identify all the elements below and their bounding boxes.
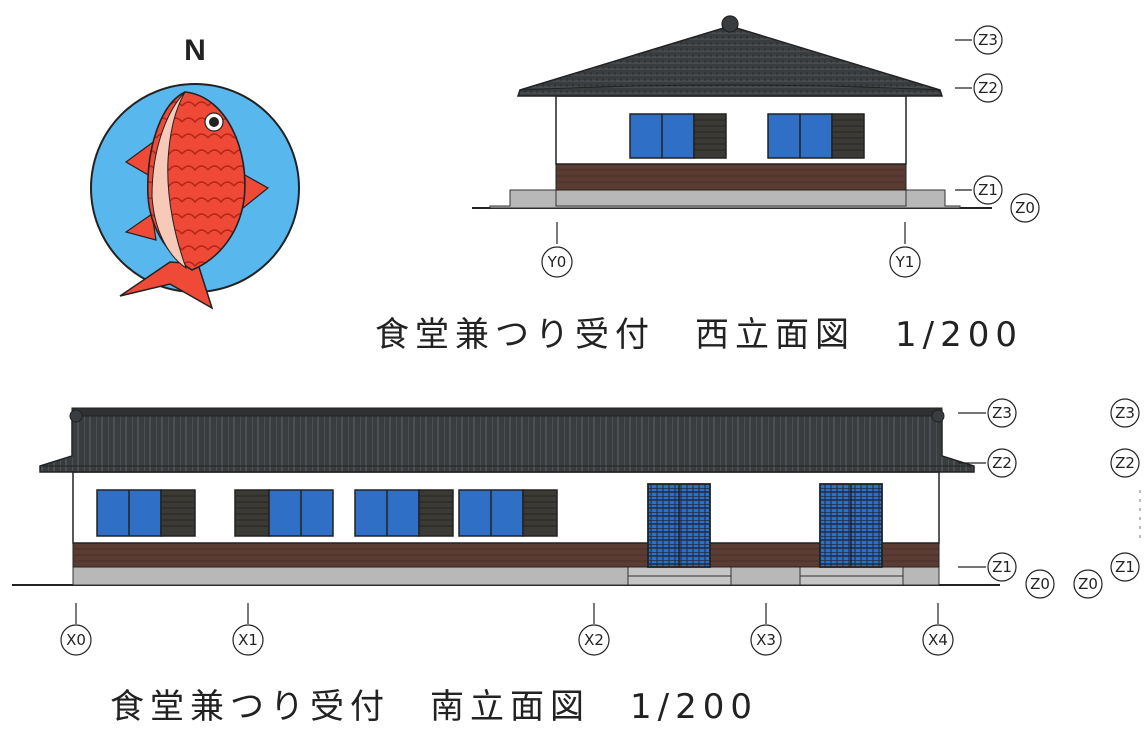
level-marker-z2: Z2 [958, 448, 1017, 478]
svg-text:X3: X3 [756, 631, 776, 649]
south-window-2 [234, 489, 334, 537]
sea-bream-fish-icon [119, 91, 270, 310]
level-marker-z0: Z0 [1073, 569, 1103, 599]
svg-text:Z0: Z0 [1078, 575, 1098, 593]
level-marker-z1: Z1 [1110, 552, 1140, 582]
base-skirting [555, 163, 907, 191]
svg-text:Z1: Z1 [992, 558, 1012, 576]
level-marker-z1: Z1 [958, 552, 1017, 582]
svg-text:Z3: Z3 [1115, 404, 1135, 422]
svg-text:X0: X0 [66, 631, 86, 649]
partial-adjacent-elevation: Z3 Z2 Z1 Z0 [1073, 398, 1141, 599]
svg-text:Z3: Z3 [992, 404, 1012, 422]
svg-text:Z2: Z2 [1115, 454, 1135, 472]
svg-text:Z1: Z1 [978, 181, 998, 199]
svg-text:X4: X4 [928, 631, 948, 649]
ridge-end-left [69, 409, 83, 423]
level-marker-z2: Z2 [955, 73, 1003, 103]
ridge-end-right [931, 409, 945, 423]
svg-text:Z0: Z0 [1030, 575, 1050, 593]
svg-text:Z0: Z0 [1015, 199, 1035, 217]
west-hipped-roof [516, 25, 944, 97]
south-elevation-title: 食堂兼つり受付 南立面図 1/200 [110, 687, 758, 727]
north-compass: N [90, 34, 300, 310]
west-elevation: Z3 Z2 Z1 Z0 Y0 Y1 食堂兼つり受付 西立面図 1/200 [375, 15, 1040, 355]
south-lattice-door-1 [647, 483, 711, 568]
grid-marker-x2: X2 [578, 603, 610, 656]
level-marker-z3: Z3 [958, 398, 1017, 428]
grid-marker-y1: Y1 [889, 222, 921, 278]
svg-text:Z2: Z2 [978, 79, 998, 97]
south-roof [39, 413, 975, 473]
west-window-1 [629, 113, 727, 159]
grid-marker-x0: X0 [60, 603, 92, 656]
svg-text:Z2: Z2 [992, 454, 1012, 472]
south-lattice-door-2 [819, 483, 883, 568]
level-marker-z3: Z3 [1110, 398, 1140, 428]
svg-text:X2: X2 [584, 631, 604, 649]
level-marker-z1: Z1 [955, 175, 1003, 205]
grid-marker-y0: Y0 [541, 222, 573, 278]
grid-marker-x3: X3 [750, 603, 782, 656]
roof-ridge-ornament [721, 15, 739, 33]
grid-marker-x4: X4 [922, 603, 954, 656]
level-marker-z0: Z0 [1010, 193, 1040, 223]
svg-text:Z3: Z3 [978, 31, 998, 49]
level-marker-z3: Z3 [955, 25, 1003, 55]
svg-text:Y0: Y0 [547, 253, 567, 271]
level-marker-z2: Z2 [1110, 448, 1140, 478]
south-window-3 [354, 489, 454, 537]
svg-text:Z1: Z1 [1115, 558, 1135, 576]
svg-text:Y1: Y1 [895, 253, 915, 271]
level-marker-z0: Z0 [1025, 569, 1055, 599]
svg-text:X1: X1 [238, 631, 258, 649]
west-window-2 [767, 113, 865, 159]
foundation-band [555, 189, 907, 207]
north-label: N [184, 34, 206, 67]
west-elevation-title: 食堂兼つり受付 西立面図 1/200 [375, 315, 1023, 355]
grid-marker-x1: X1 [232, 603, 264, 656]
south-window-4 [458, 489, 558, 537]
south-window-1 [96, 489, 196, 537]
south-elevation: Z3 Z2 Z1 Z0 X0 X1 X2 [12, 398, 1055, 727]
roof-ridge [71, 407, 943, 417]
